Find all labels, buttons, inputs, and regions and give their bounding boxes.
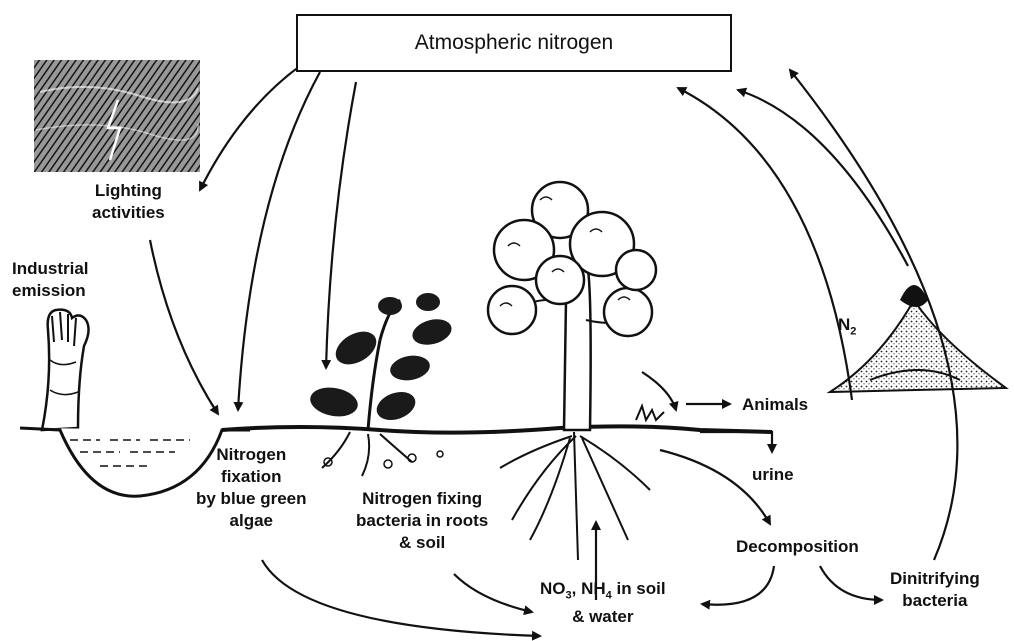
arrow-algae-to-soil [262,560,540,636]
lighting-label: Lighting activities [92,180,165,224]
decomposition-label: Decomposition [736,536,859,558]
arrow-denitrifying-to-atm [790,70,957,560]
arrow-atm-to-plant [326,82,356,368]
denitrifying-label: Dinitrifying bacteria [890,568,980,612]
fixation-label-line3: by blue green [196,488,307,510]
fixation-label-line4: algae [196,510,307,532]
arrow-tree-to-animals [642,372,676,410]
grass-image [636,406,664,420]
n2-label: N2 [838,314,856,342]
arrow-volcano-to-atm [738,90,908,266]
arrow-urine-to-decomposition [660,450,770,524]
arrow-decomposition-to-soil [702,566,774,605]
soil-label-line2: & water [540,606,666,628]
arrow-to-urine [700,432,772,452]
ground-line [222,426,772,432]
tree-image [488,182,656,560]
bacteria-label-line1: Nitrogen fixing [356,488,488,510]
animals-label: Animals [742,394,808,416]
atmospheric-nitrogen-box: Atmospheric nitrogen [296,14,732,72]
bacteria-label-line3: & soil [356,532,488,554]
bacteria-label-line2: bacteria in roots [356,510,488,532]
fixation-label-line1: Nitrogen [196,444,307,466]
industrial-label-line1: Industrial [12,258,89,280]
denitrifying-label-line2: bacteria [890,590,980,612]
arrow-atm-to-pond [238,72,320,410]
urine-label: urine [752,464,794,486]
industrial-label-line2: emission [12,280,89,302]
soil-label: NO3, NH4 in soil & water [540,578,666,628]
arrow-atm-to-lightning [200,66,300,190]
arrow-lightning-to-pond [150,240,218,414]
lighting-label-line2: activities [92,202,165,224]
denitrifying-label-line1: Dinitrifying [890,568,980,590]
fixation-label-line2: fixation [196,466,307,488]
soil-label-line1: NO3, NH4 in soil [540,578,666,606]
legume-plant-image [308,293,454,476]
industrial-label: Industrial emission [12,258,89,302]
lighting-label-line1: Lighting [92,180,165,202]
fixation-label: Nitrogen fixation by blue green algae [196,444,307,532]
bacteria-label: Nitrogen fixing bacteria in roots & soil [356,488,488,554]
atmospheric-nitrogen-label: Atmospheric nitrogen [415,31,613,55]
arrow-bacteria-to-soil [454,574,532,612]
industrial-chimney-image [42,310,89,430]
arrow-decomposition-to-denitrifying [820,566,882,600]
arrow-n2-to-atm [678,88,852,400]
lightning-cloud-image [34,60,200,172]
